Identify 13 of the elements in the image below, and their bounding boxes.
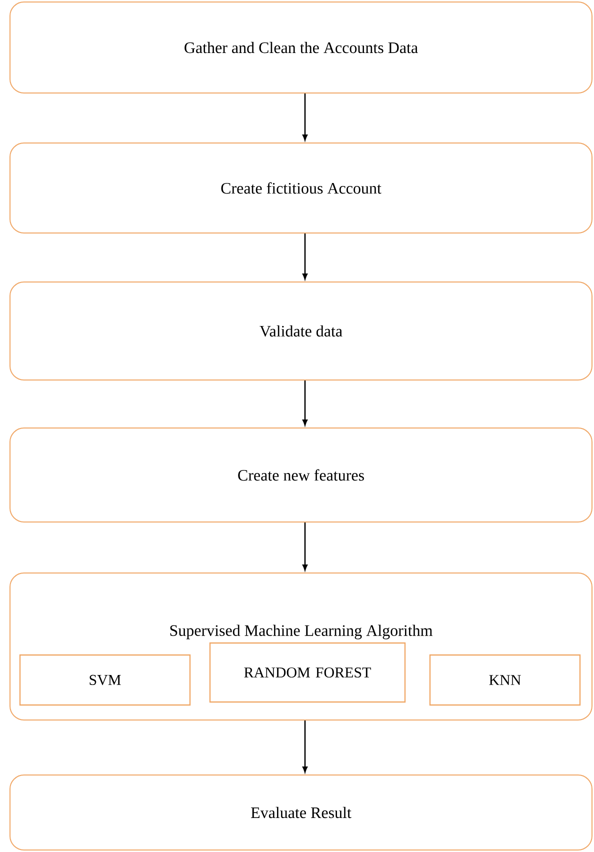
arrow xyxy=(302,522,308,570)
arrow xyxy=(302,720,308,772)
arrow xyxy=(302,234,308,280)
algorithm-box: RANDOM FOREST xyxy=(209,642,406,703)
process-box: Create fictitious Account xyxy=(10,142,592,234)
arrow xyxy=(302,94,308,140)
algorithm-box: SVM xyxy=(19,654,191,706)
algorithm-box: KNN xyxy=(429,654,581,706)
process-box: Evaluate Result xyxy=(10,774,592,850)
process-box: Create new features xyxy=(10,428,592,522)
arrow xyxy=(302,380,308,426)
process-box: Validate data xyxy=(10,282,592,380)
process-box: Gather and Clean the Accounts Data xyxy=(10,2,592,94)
